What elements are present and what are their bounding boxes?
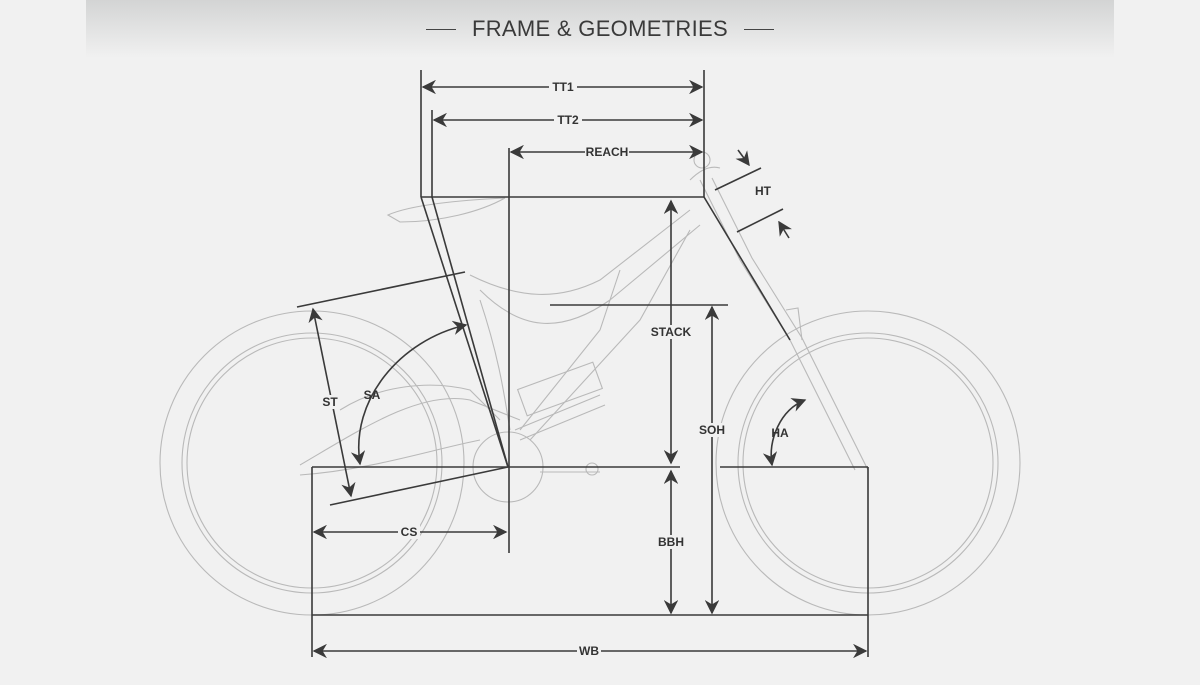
- ht-arrow-bottom: [778, 220, 792, 239]
- ha-arc: [762, 398, 807, 467]
- ht-tick-top: [714, 167, 762, 191]
- label-ha: HA: [771, 426, 789, 440]
- label-sa: SA: [364, 388, 381, 402]
- section-header: FRAME & GEOMETRIES: [86, 0, 1114, 58]
- label-reach: REACH: [586, 145, 629, 159]
- label-soh: SOH: [699, 423, 725, 437]
- label-tt1: TT1: [552, 80, 574, 94]
- ht-tick-bottom: [736, 208, 784, 233]
- label-tt2: TT2: [557, 113, 579, 127]
- label-bbh: BBH: [658, 535, 684, 549]
- bike-illustration: [159, 151, 1021, 616]
- title-dash-right: [743, 28, 774, 30]
- dimension-labels: TT1 TT2 REACH HT STACK SOH BBH ST SA HA …: [320, 80, 789, 658]
- label-cs: CS: [401, 525, 418, 539]
- saddle: [386, 197, 506, 223]
- ht-arrow-top: [735, 149, 750, 167]
- label-stack: STACK: [651, 325, 692, 339]
- label-ht: HT: [755, 184, 772, 198]
- section-title: FRAME & GEOMETRIES: [472, 16, 728, 41]
- label-wb: WB: [579, 644, 599, 658]
- fork: [689, 151, 869, 471]
- label-st: ST: [322, 395, 338, 409]
- title-dash-left: [426, 28, 456, 30]
- sa-arc: [350, 320, 468, 466]
- dimension-lines: [296, 70, 869, 659]
